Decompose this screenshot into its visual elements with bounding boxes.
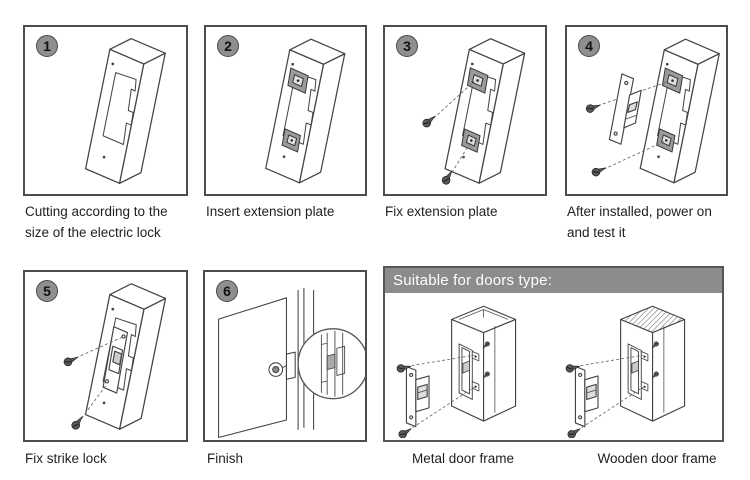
step-panel-3: 3 <box>383 25 547 196</box>
step-number-badge: 4 <box>578 35 600 57</box>
wooden-door-frame-cell <box>554 293 723 440</box>
step-panel-5: 5 <box>23 270 188 442</box>
step-3-illustration <box>420 38 526 187</box>
mounted-strike-lock <box>102 326 129 394</box>
step-1-caption: Cutting according to the size of the ele… <box>25 204 168 240</box>
step-number-badge: 3 <box>396 35 418 57</box>
wooden-door-frame-illustration <box>558 305 718 438</box>
step-4-illustration <box>584 38 720 184</box>
strike-lock-unit <box>608 73 642 145</box>
step-number-badge: 6 <box>216 280 238 302</box>
step-6-caption: Finish <box>207 451 244 466</box>
step-number-badge: 1 <box>36 35 58 57</box>
step-panel-2: 2 <box>204 25 367 196</box>
step-panel-1: 1 <box>23 25 188 196</box>
step-number-badge: 2 <box>217 35 239 57</box>
step-5-caption: Fix strike lock <box>25 451 107 466</box>
step-3-caption: Fix extension plate <box>385 204 498 219</box>
step-6-illustration <box>218 288 365 438</box>
metal-door-frame-illustration <box>389 305 549 438</box>
step-2-caption: Insert extension plate <box>206 204 335 219</box>
metal-door-frame-cell <box>385 293 554 440</box>
metal-door-frame-label: Metal door frame <box>411 451 515 466</box>
step-number-badge: 5 <box>36 280 58 302</box>
step-4-caption: After installed, power on and test it <box>567 204 712 240</box>
magnifier-detail-circle <box>297 328 365 400</box>
step-panel-4: 4 <box>565 25 728 196</box>
wooden-door-frame-label: Wooden door frame <box>597 451 717 466</box>
step-5-illustration <box>62 283 167 432</box>
door-leaf <box>218 297 287 438</box>
doors-type-content <box>385 293 722 440</box>
doors-type-header: Suitable for doors type: <box>385 268 722 293</box>
doors-type-section: Suitable for doors type: <box>383 266 724 442</box>
step-panel-6: 6 <box>203 270 367 442</box>
